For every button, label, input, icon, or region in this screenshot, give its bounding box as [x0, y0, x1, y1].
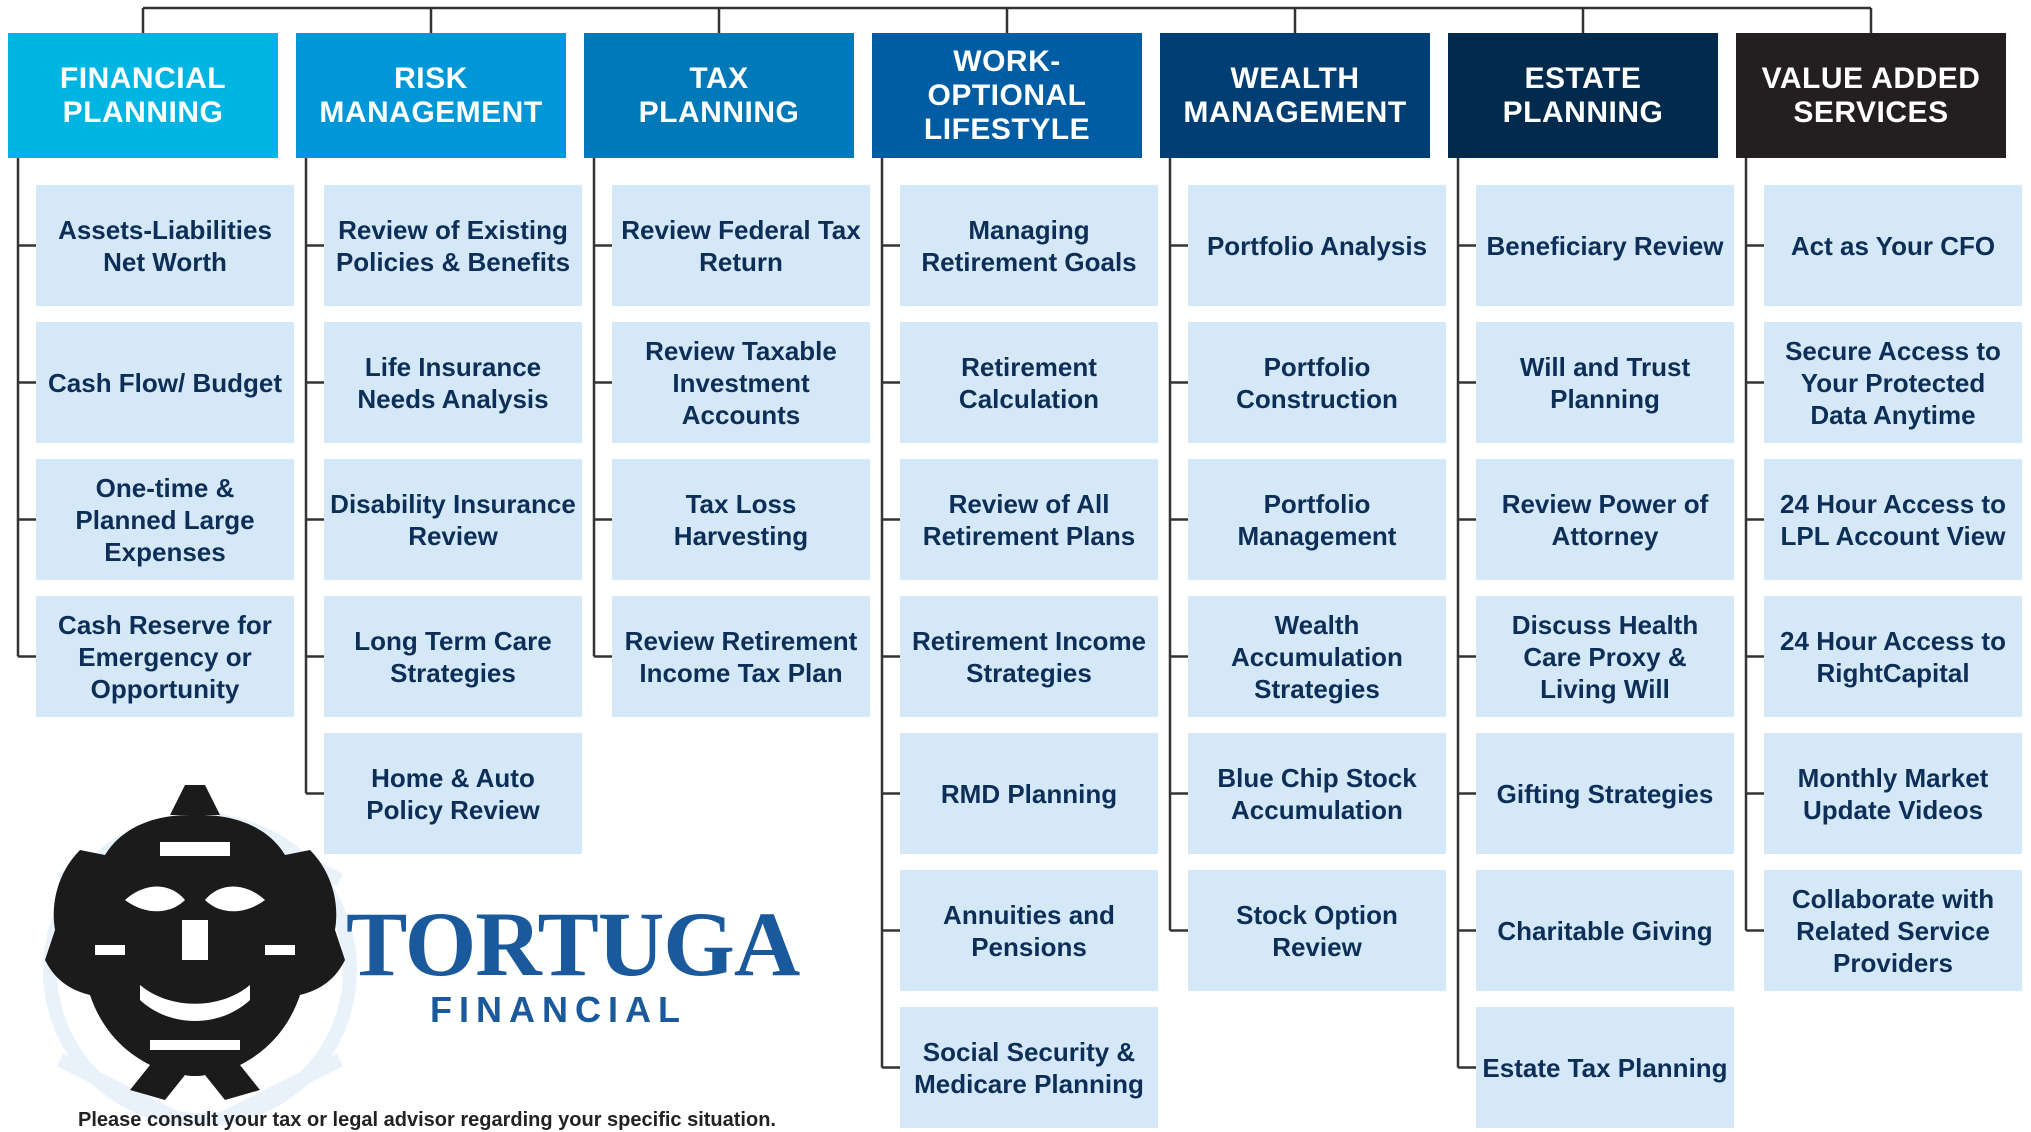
service-item: 24 Hour Access to LPL Account View	[1764, 459, 2022, 580]
service-item: Review Power of Attorney	[1476, 459, 1734, 580]
service-item: Review Taxable Investment Accounts	[612, 322, 870, 443]
service-item: Retirement Income Strategies	[900, 596, 1158, 717]
column-header-line: FINANCIAL	[59, 61, 227, 95]
column-header-line: TAX	[689, 61, 749, 95]
service-item: Review of Existing Policies & Benefits	[324, 185, 582, 306]
service-item: Will and Trust Planning	[1476, 322, 1734, 443]
column-header-line: ESTATE	[1524, 61, 1642, 95]
service-item: Cash Flow/ Budget	[36, 322, 294, 443]
service-item: Estate Tax Planning	[1476, 1007, 1734, 1128]
service-item: Tax Loss Harvesting	[612, 459, 870, 580]
disclaimer-text: Please consult your tax or legal advisor…	[78, 1109, 776, 1131]
service-item: 24 Hour Access to RightCapital	[1764, 596, 2022, 717]
service-item: Review Federal Tax Return	[612, 185, 870, 306]
service-item: Discuss Health Care Proxy & Living Will	[1476, 596, 1734, 717]
column-header-line: WEALTH	[1230, 61, 1360, 95]
service-item: Collaborate with Related Service Provide…	[1764, 870, 2022, 991]
column-header-line: SERVICES	[1793, 95, 1949, 129]
service-item: Retirement Calculation	[900, 322, 1158, 443]
service-item: Portfolio Management	[1188, 459, 1446, 580]
column-header-line: MANAGEMENT	[319, 95, 543, 129]
service-item: Social Security & Medicare Planning	[900, 1007, 1158, 1128]
column-header-line: VALUE ADDED	[1761, 61, 1981, 95]
service-item: One-time & Planned Large Expenses	[36, 459, 294, 580]
column-header-line: RISK	[394, 61, 468, 95]
service-item: Stock Option Review	[1188, 870, 1446, 991]
service-item: Managing Retirement Goals	[900, 185, 1158, 306]
service-item: Assets-Liabilities Net Worth	[36, 185, 294, 306]
column-header-line: PLANNING	[638, 95, 800, 129]
service-item: Beneficiary Review	[1476, 185, 1734, 306]
service-item: Annuities and Pensions	[900, 870, 1158, 991]
service-item: Charitable Giving	[1476, 870, 1734, 991]
service-item: RMD Planning	[900, 733, 1158, 854]
column-header-line: WORK-OPTIONAL	[927, 44, 1087, 112]
service-item: Review Retirement Income Tax Plan	[612, 596, 870, 717]
column-header-line: LIFESTYLE	[923, 112, 1091, 146]
service-item: Monthly Market Update Videos	[1764, 733, 2022, 854]
service-item: Portfolio Construction	[1188, 322, 1446, 443]
service-item: Review of All Retirement Plans	[900, 459, 1158, 580]
service-item: Life Insurance Needs Analysis	[324, 322, 582, 443]
service-item: Cash Reserve for Emergency or Opportunit…	[36, 596, 294, 717]
service-item: Home & Auto Policy Review	[324, 733, 582, 854]
brand-name: TORTUGA	[346, 893, 800, 995]
service-item: Wealth Accumulation Strategies	[1188, 596, 1446, 717]
service-item: Secure Access to Your Protected Data Any…	[1764, 322, 2022, 443]
service-item: Gifting Strategies	[1476, 733, 1734, 854]
brand-subtitle: FINANCIAL	[430, 989, 687, 1030]
service-item: Portfolio Analysis	[1188, 185, 1446, 306]
column-header-line: PLANNING	[62, 95, 224, 129]
turtle-mascot-icon	[45, 785, 345, 1100]
column-header-line: PLANNING	[1502, 95, 1664, 129]
service-item: Disability Insurance Review	[324, 459, 582, 580]
service-item: Blue Chip Stock Accumulation	[1188, 733, 1446, 854]
service-item: Act as Your CFO	[1764, 185, 2022, 306]
column-header-line: MANAGEMENT	[1183, 95, 1407, 129]
service-item: Long Term Care Strategies	[324, 596, 582, 717]
